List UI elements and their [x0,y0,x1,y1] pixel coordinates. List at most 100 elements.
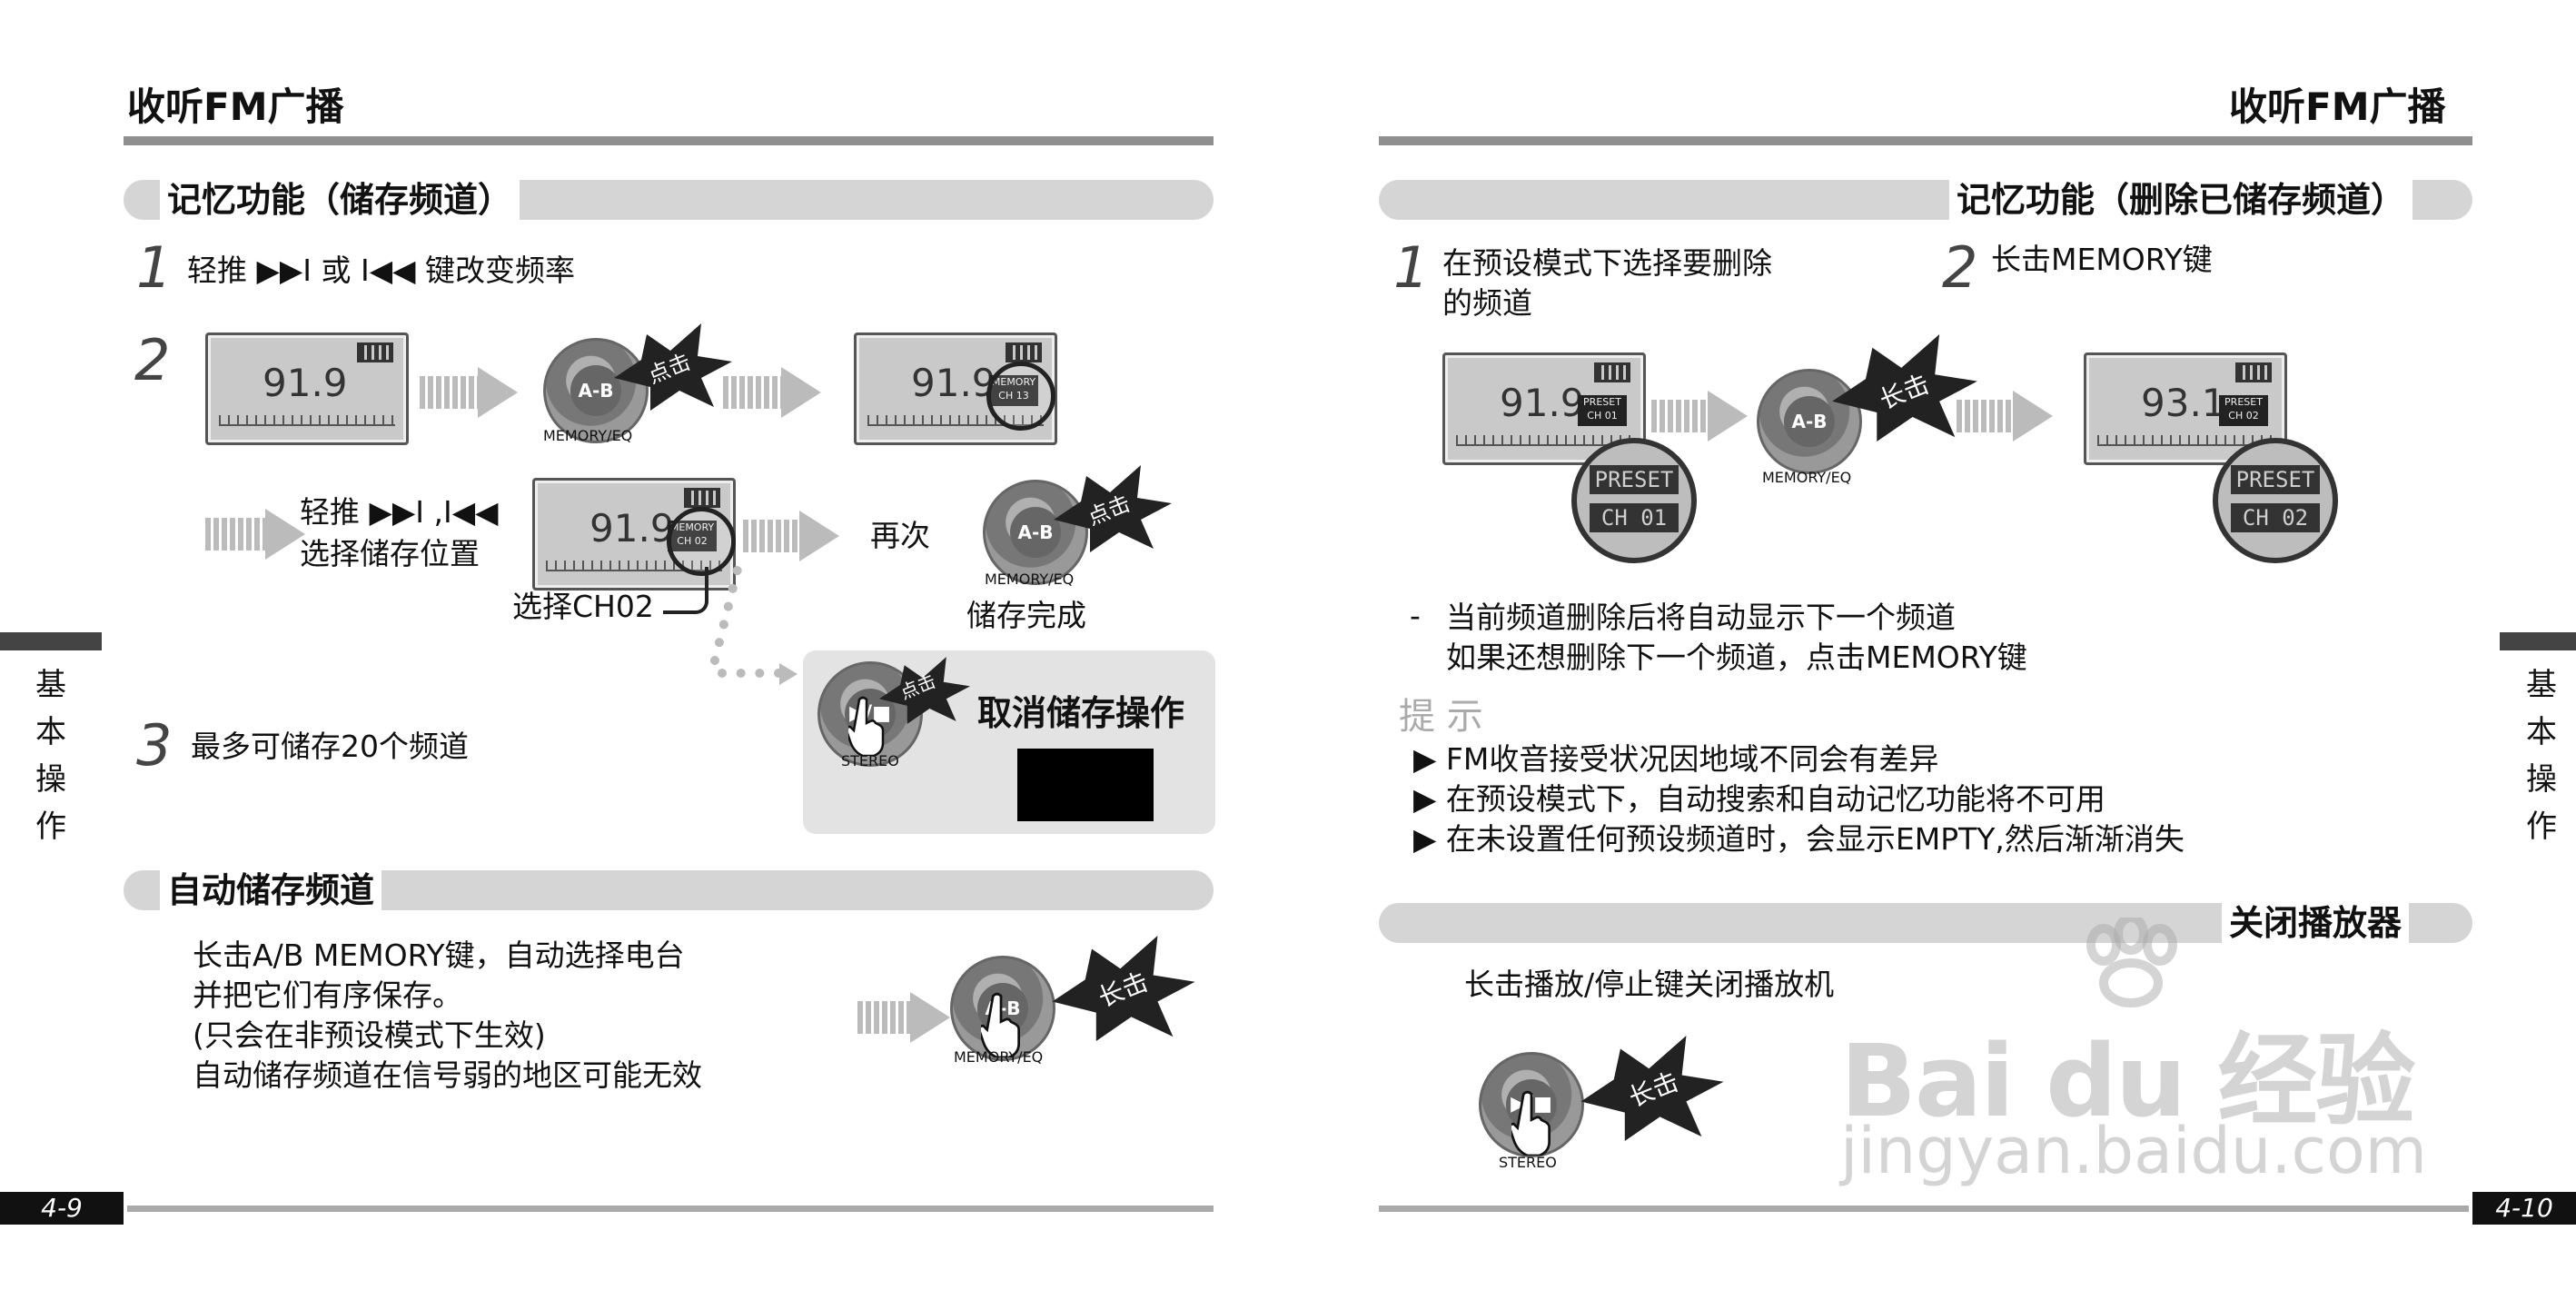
tips-title: 提 示 [1399,696,1483,738]
bullet-triangle-icon: ▶ [1413,821,1446,857]
tip-3: ▶ 在未设置任何预设频道时，会显示EMPTY,然后渐渐消失 [1413,819,2185,859]
left-step1-text-c: 键改变频率 [415,253,575,288]
battery-icon [1006,342,1042,362]
black-lcd-block [1017,749,1154,821]
arrow-right-icon [1957,391,2053,442]
left-side-label-1: 基 [35,667,66,703]
left-step2-number: 2 [134,327,171,393]
arrow-right-icon [1651,391,1748,442]
cancel-title: 取消储存操作 [977,693,1185,733]
lcd-display-preset-1: 91.9 PRESET CH 01 [1442,352,1646,465]
right-section1-bar: 记忆功能（删除已储存频道） [1379,176,2472,223]
left-header-title: 收听FM广播 [127,84,344,129]
ab-button-label: A-B [1784,396,1835,447]
right-page-number: 4-10 [2472,1192,2576,1225]
arrow-right-icon [857,992,950,1043]
right-step2-number: 2 [1942,234,1978,301]
zoom-channel-text: CH 02 [2231,503,2320,532]
left-section2-title: 自动储存频道 [160,867,382,914]
right-step1-line-1: 在预设模式下选择要删除 [1442,245,1772,281]
lcd-display-preset-2: 93.1 PRESET CH 02 [2084,352,2287,465]
right-side-tab [2500,632,2576,650]
baidu-watermark: Bai du 经验 jingyan.baidu.com [1831,913,2449,1190]
lcd-frequency: 91.9 [1500,381,1585,425]
click-burst-icon: 点击 [1054,465,1172,552]
memory-button: A-B [543,338,649,443]
right-footer-rule [1379,1206,2469,1212]
highlight-circle [667,507,736,576]
left-step1-number: 1 [136,234,173,301]
nudge-text-line1: 轻推 ▶▶I ,I◀◀ [300,492,498,532]
pointing-hand-icon [1508,1090,1551,1157]
dotted-path [718,669,783,678]
prev-track-icon: I◀◀ [360,253,416,288]
memory-eq-caption: MEMORY/EQ [1762,469,1852,486]
bullet-triangle-icon: ▶ [1413,781,1446,817]
arrow-right-icon [205,509,305,560]
left-step1-text-b: 或 [312,253,361,288]
tuning-scale [1456,435,1632,446]
battery-icon [2235,362,2272,382]
store-done-label: 储存完成 [966,598,1086,633]
nudge-text-a: 轻推 [300,494,370,530]
watermark-line-2: jingyan.baidu.com [1840,1114,2427,1188]
auto-store-line-2: 并把它们有序保存。 [193,977,462,1013]
left-header-rule [124,136,1214,145]
again-label: 再次 [870,518,930,553]
tuning-scale [2097,435,2274,446]
preset-zoom-2: PRESET CH 02 [2213,438,2338,563]
left-step3-number: 3 [136,712,173,779]
stereo-caption: STEREO [1499,1154,1557,1171]
left-page-number: 4-9 [0,1192,124,1225]
right-section2-title: 关闭播放器 [2222,899,2410,947]
zoom-preset-text: PRESET [2231,465,2320,494]
long-press-burst-icon: 长击 [1025,936,1223,1041]
click-burst-icon: 点击 [879,654,970,727]
stereo-caption: STEREO [841,752,899,769]
arrow-right-icon [723,367,821,418]
ab-button-label: A-B [1010,507,1061,558]
right-section2-bar: 关闭播放器 [1379,899,2472,947]
memory-eq-caption: MEMORY/EQ [954,1048,1044,1066]
battery-icon [357,342,393,362]
memory-eq-caption: MEMORY/EQ [543,427,633,444]
right-side-label-1: 基 [2526,667,2557,703]
preset-zoom-1: PRESET CH 01 [1571,438,1697,563]
memory-button: A-B [1757,369,1862,474]
lcd-frequency: 91.9 [590,506,675,551]
left-section2-bar: 自动储存频道 [124,867,1214,914]
pointing-hand-icon [845,696,885,758]
note-bullet: - [1410,598,1421,633]
paw-logo-icon [2076,913,2185,1008]
right-section1-title: 记忆功能（删除已储存频道） [1949,176,2413,223]
watermark-line-1: Bai du 经验 [1840,1023,2415,1139]
ab-button-label: A-B [570,365,621,416]
left-side-label-4: 作 [35,809,66,845]
tuning-scale [219,415,395,426]
note-line-2: 如果还想删除下一个频道，点击MEMORY键 [1446,640,2027,675]
next-track-icon: ▶▶I [256,253,312,288]
right-side-label-4: 作 [2526,809,2557,845]
note-line-1: 当前频道删除后将自动显示下一个频道 [1446,600,1956,635]
highlight-circle [986,362,1055,431]
tip-1-text: FM收音接受状况因地域不同会有差异 [1445,741,1939,777]
right-step2-text: 长击MEMORY键 [1991,242,2213,277]
long-press-burst-icon: 长击 [1826,334,1984,442]
prev-track-icon: I◀◀ [442,494,499,530]
left-step1-text: 轻推 ▶▶I 或 I◀◀ 键改变频率 [187,251,575,291]
left-section1-bar: 记忆功能（储存频道） [124,176,1214,223]
bullet-triangle-icon: ▶ [1413,741,1446,777]
auto-store-line-4: 自动储存频道在信号弱的地区可能无效 [193,1057,702,1093]
right-header-rule [1379,136,2472,145]
tip-2-text: 在预设模式下，自动搜索和自动记忆功能将不可用 [1445,781,2105,817]
lcd-frequency: 91.9 [263,361,348,405]
preset-tag: PRESET CH 02 [2219,395,2268,426]
arrow-right-icon [743,511,839,561]
zoom-preset-text: PRESET [1590,465,1679,494]
dotted-arrow-head-icon [779,663,798,685]
lcd-frequency: 91.9 [911,361,996,405]
next-track-icon: ▶▶I [369,494,425,530]
power-off-text: 长击播放/停止键关闭播放机 [1464,967,1835,1002]
battery-icon [684,488,720,508]
left-side-tab [0,632,102,650]
